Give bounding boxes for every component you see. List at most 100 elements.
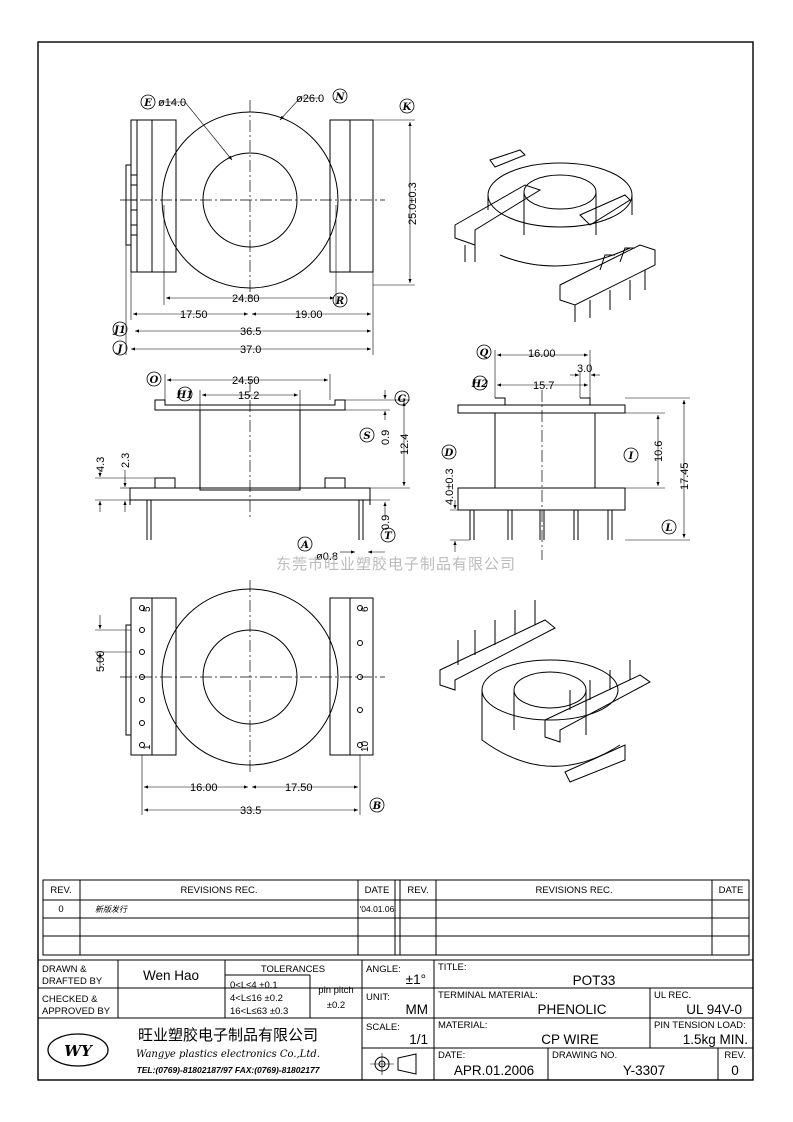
rev-header-left: REV. bbox=[50, 885, 71, 896]
dim-r: 24.80 bbox=[232, 293, 260, 305]
callout-q: Q bbox=[480, 348, 489, 359]
dim-pitch: 5.00 bbox=[95, 651, 107, 672]
callout-j: J bbox=[116, 344, 124, 355]
top-view bbox=[120, 97, 415, 355]
scale-label: SCALE: bbox=[366, 1022, 400, 1033]
tolerance-r3: 16<L≤63 ±0.3 bbox=[230, 1006, 288, 1017]
material-value: CP WIRE bbox=[541, 1032, 599, 1047]
rev-row-1-text: 新版发行 bbox=[95, 905, 128, 914]
material-label: MATERIAL: bbox=[438, 1020, 487, 1031]
rev-row-1-date: '04.01.06 bbox=[360, 904, 395, 914]
company-logo: WY bbox=[64, 1042, 93, 1060]
dim-top-left: 17.50 bbox=[180, 309, 208, 321]
date-header-right: DATE bbox=[719, 885, 744, 896]
pin-label-1: 1 bbox=[142, 744, 153, 750]
callout-h2: H2 bbox=[471, 379, 488, 390]
dim-t: 0.9 bbox=[380, 515, 392, 530]
angle-value: ±1° bbox=[406, 972, 426, 987]
tolerances-title: TOLERANCES bbox=[261, 964, 325, 975]
iso-view-bottom bbox=[439, 600, 651, 783]
watermark: 东莞市旺业塑胶电子制品有限公司 bbox=[276, 555, 516, 573]
dim-d: 4.0±0.3 bbox=[444, 468, 456, 505]
drawing-no-value: Y-3307 bbox=[623, 1063, 665, 1078]
date-value: APR.01.2006 bbox=[454, 1063, 534, 1078]
dim-j: 37.0 bbox=[240, 344, 261, 356]
side-view bbox=[450, 350, 690, 560]
date-label: DATE: bbox=[438, 1050, 465, 1061]
dim-j1: 36.5 bbox=[240, 326, 261, 338]
dim-bottom-left: 16.00 bbox=[190, 782, 218, 794]
terminal-value: PHENOLIC bbox=[537, 1002, 606, 1017]
scale-value: 1/1 bbox=[409, 1032, 428, 1047]
pin-label-10: 10 bbox=[360, 740, 371, 752]
tension-label: PIN TENSION LOAD: bbox=[654, 1020, 746, 1031]
ul-value: UL 94V-0 bbox=[686, 1002, 742, 1017]
dim-k: 25.0±0.3 bbox=[407, 182, 419, 225]
checked-label-1: CHECKED & bbox=[42, 994, 98, 1005]
callout-g: G bbox=[398, 394, 407, 405]
pin-label-5: 5 bbox=[142, 606, 153, 612]
bottom-view bbox=[95, 580, 385, 815]
callout-r: R bbox=[335, 296, 344, 307]
rec-header-right: REVISIONS REC. bbox=[535, 885, 612, 896]
callout-t: T bbox=[384, 531, 393, 542]
front-view bbox=[95, 374, 410, 554]
title-block bbox=[37, 959, 754, 1081]
callout-j1: J1 bbox=[112, 325, 126, 336]
callout-i: I bbox=[628, 451, 634, 462]
pin-pitch-value: ±0.2 bbox=[327, 1000, 345, 1011]
dim-b: 33.5 bbox=[240, 805, 261, 817]
drawing-no-label: DRAWING NO. bbox=[552, 1050, 617, 1061]
dim-30: 3.0 bbox=[577, 363, 592, 375]
rec-header-left: REVISIONS REC. bbox=[180, 885, 257, 896]
ul-label: UL REC. bbox=[654, 990, 691, 1001]
drawn-by: Wen Hao bbox=[143, 968, 199, 983]
dim-g: 12.4 bbox=[399, 434, 411, 455]
company-contact: TEL:(0769)-81802187/97 FAX:(0769)-818021… bbox=[137, 1065, 321, 1075]
revisions-table bbox=[42, 879, 750, 956]
callout-s: S bbox=[363, 431, 370, 442]
iso-view-top bbox=[454, 149, 656, 322]
rev-value: 0 bbox=[731, 1063, 739, 1078]
dim-n: ø26.0 bbox=[296, 93, 324, 105]
dim-e: ø14.0 bbox=[158, 97, 186, 109]
tolerance-r1: 0<L≤4 ±0.1 bbox=[230, 980, 278, 991]
dim-h2: 15.7 bbox=[533, 380, 554, 392]
callout-b: B bbox=[372, 801, 381, 812]
callout-e: E bbox=[143, 98, 152, 109]
dim-l: 17.45 bbox=[679, 462, 691, 490]
unit-value: MM bbox=[406, 1002, 429, 1017]
dim-h1: 15.2 bbox=[238, 390, 259, 402]
title-label: TITLE: bbox=[438, 962, 467, 973]
callout-k: K bbox=[402, 102, 413, 113]
rev-row-1: 0 bbox=[58, 904, 63, 915]
company-name-en: Wangye plastics electronics Co.,Ltd. bbox=[136, 1049, 320, 1060]
checked-label-2: APPROVED BY bbox=[42, 1006, 111, 1017]
dim-23: 2.3 bbox=[120, 453, 132, 468]
callout-h1: H1 bbox=[176, 390, 193, 401]
drawn-label-1: DRAWN & bbox=[42, 964, 87, 975]
callout-l: L bbox=[664, 523, 672, 534]
terminal-label: TERMINAL MATERIAL: bbox=[438, 990, 538, 1001]
rev-header-right: REV. bbox=[407, 885, 428, 896]
dim-top-right: 19.00 bbox=[295, 309, 323, 321]
unit-label: UNIT: bbox=[366, 992, 390, 1003]
callout-a: A bbox=[300, 540, 309, 551]
drawn-label-2: DRAFTED BY bbox=[42, 976, 103, 987]
tolerance-r2: 4<L≤16 ±0.2 bbox=[230, 993, 283, 1004]
dim-s: 0.9 bbox=[380, 430, 392, 445]
dim-i: 10.6 bbox=[653, 441, 665, 462]
callout-n: N bbox=[334, 92, 345, 103]
title-value: POT33 bbox=[573, 973, 616, 988]
angle-label: ANGLE: bbox=[366, 964, 401, 975]
date-header-left: DATE bbox=[365, 885, 390, 896]
callout-o: O bbox=[150, 375, 159, 386]
pin-pitch-label: pin pitch bbox=[318, 985, 353, 996]
company-name-cn: 旺业塑胶电子制品有限公司 bbox=[138, 1026, 318, 1044]
dim-a: ø0.8 bbox=[316, 551, 338, 563]
dim-43: 4.3 bbox=[95, 457, 107, 472]
rev-label: REV. bbox=[724, 1050, 745, 1061]
dim-o: 24.50 bbox=[232, 375, 260, 387]
